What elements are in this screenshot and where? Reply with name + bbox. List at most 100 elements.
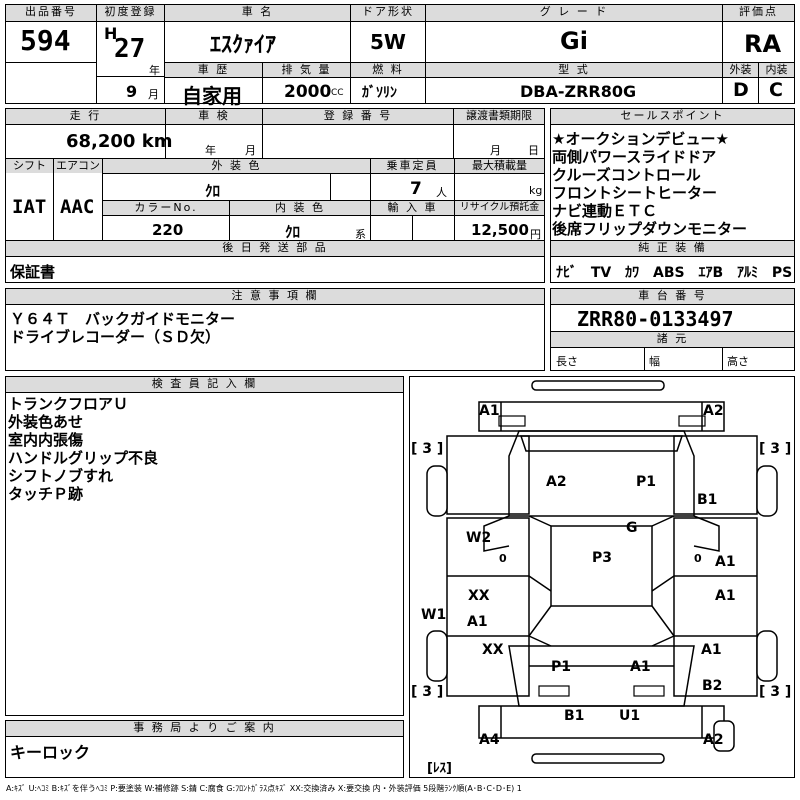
grade-label: グ レ ー ド [426,5,722,21]
equipment-list: ﾅﾋﾞ TV ｶﾜ ABS ｴｱB ｱﾙﾐ PS PW [556,262,800,282]
lot-label: 出品番号 [6,5,96,21]
office-message: キーロック [10,743,91,762]
equipment-item: ABS [653,265,685,281]
damage-marks: A1 A2 A2 P1 B1 G W2 0 P3 0 A1 XX A1 W1 A… [421,403,736,748]
damage-mark: P1 [636,474,656,490]
damage-mark: XX [468,588,490,604]
details-frame [5,108,545,283]
equipment-item: ﾅﾋﾞ [556,265,577,281]
header-frame [5,4,795,104]
office-label: 事 務 局 よ り ご 案 内 [6,721,403,736]
sales-point: ナビ連動ＥＴＣ [552,202,658,220]
sales-point: フロントシートヒーター [552,184,718,202]
tire-tread-front-right: [ 3 ] [759,441,791,457]
transfer-day-unit: 日 [528,144,539,157]
inspector-line: 室内内張傷 [8,431,84,449]
int-color: ｸﾛ [285,223,301,241]
interior-score: C [769,79,783,101]
damage-mark: A4 [479,732,500,748]
history-label: 車 歴 [165,63,262,77]
inspection-year-unit: 年 [205,144,216,157]
equipment-item: ｴｱB [698,265,724,281]
equipment-item: ｶﾜ [625,265,640,281]
wheels [426,465,778,752]
later-parts: 保証書 [10,263,56,281]
chassis-label: 車 台 番 号 [551,289,794,304]
mileage-label: 走 行 [6,109,165,124]
inspection-label: 車 検 [166,109,262,124]
equipment-item: TV [590,265,612,281]
recycle-fee: 12,500 [471,221,529,239]
damage-mark: U1 [619,708,640,724]
notes-list: Ｙ６４Ｔ バックガイドモニター ドライブレコーダー（ＳＤ欠） [10,310,235,346]
inspector-frame [5,376,404,716]
mileage: 68,200 km [66,131,173,152]
damage-mark: A2 [703,403,724,419]
int-color-label: 内 装 色 [230,201,370,215]
inspector-label: 検 査 員 記 入 欄 [6,377,403,392]
car-damage-diagram: [ 3 ] [ 3 ] [ 3 ] [ 3 ] [ﾚｽ] A1 A2 A2 P1… [411,380,791,776]
damage-mark: A2 [546,474,567,490]
car-outline [446,380,758,764]
inspector-line: シフトノブすれ [8,467,114,485]
capacity: 7 [410,179,422,199]
notes-frame [5,288,545,371]
width-label: 幅 [649,355,660,368]
sales-points-list: ★オークションデビュー★ 両側パワースライドドア クルーズコントロール フロント… [552,130,747,238]
tire-tread-rear-left: [ 3 ] [411,684,443,700]
ext-color: ｸﾛ [205,182,221,200]
damage-mark: 0 [694,552,702,565]
month-unit: 月 [148,88,159,101]
inspector-line: 外装色あせ [8,413,84,431]
diagram-frame [409,376,795,778]
ac-label: エアコン [54,159,102,173]
ext-color-label: 外 装 色 [103,159,370,173]
damage-mark: A1 [715,554,736,570]
ac: AAC [60,196,95,218]
exterior-score: D [733,79,749,101]
exterior-label: 外装 [723,63,758,77]
year-unit: 年 [149,64,160,77]
sales-point: 両側パワースライドドア [552,148,717,166]
lot-number: 594 [20,24,71,57]
recycle-label: リサイクル預託金 [455,201,544,215]
first-reg-label: 初度登録 [97,5,164,21]
damage-mark: A1 [630,659,651,675]
score: RA [744,30,782,58]
reg-no-label: 登 録 番 号 [263,109,453,124]
color-no: 220 [152,221,184,239]
sales-point: 後席フリップダウンモニター [552,220,748,238]
shift: IAT [12,196,47,218]
damage-mark: A1 [467,614,488,630]
recycle-unit: 円 [530,228,541,241]
chassis-frame [550,288,795,371]
equipment-label: 純 正 装 備 [551,241,794,256]
damage-mark: A1 [479,403,500,419]
equipment-item: PS [771,265,793,281]
inspector-notes: トランクフロアＵ 外装色あせ 室内内張傷 ハンドルグリップ不良 シフトノブすれ … [8,395,158,503]
legend: A:ｷｽﾞ U:ﾍｺﾐ B:ｷｽﾞを伴うﾍｺﾐ P:要塗装 W:補修跡 S:錆 … [6,784,522,793]
fuel-label: 燃 料 [351,63,425,77]
equipment-item: ｱﾙﾐ [737,265,759,281]
reg-year: 27 [114,34,146,64]
color-no-label: カラーNo. [103,201,229,215]
damage-mark: W2 [466,530,491,546]
dims-label: 諸 元 [551,332,794,347]
reg-month: 9 [126,82,138,101]
later-parts-label: 後 日 発 送 部 品 [6,241,544,256]
max-load-label: 最大積載量 [455,159,544,173]
notes-label: 注 意 事 項 欄 [6,289,544,304]
note-line: Ｙ６４Ｔ バックガイドモニター [10,310,236,328]
car-name-label: 車 名 [165,5,350,21]
score-label: 評価点 [723,5,794,21]
damage-mark: XX [482,642,504,658]
int-color-unit: 系 [355,228,366,241]
height-label: 高さ [727,355,749,368]
inspector-line: タッチＰ跡 [8,485,84,503]
damage-mark: P3 [592,550,612,566]
tire-tread-rear-right: [ 3 ] [759,684,791,700]
sales-point: ★オークションデビュー★ [552,130,729,148]
tire-tread-front-left: [ 3 ] [411,441,443,457]
displacement-label: 排 気 量 [263,63,350,77]
damage-mark: B2 [702,678,722,694]
